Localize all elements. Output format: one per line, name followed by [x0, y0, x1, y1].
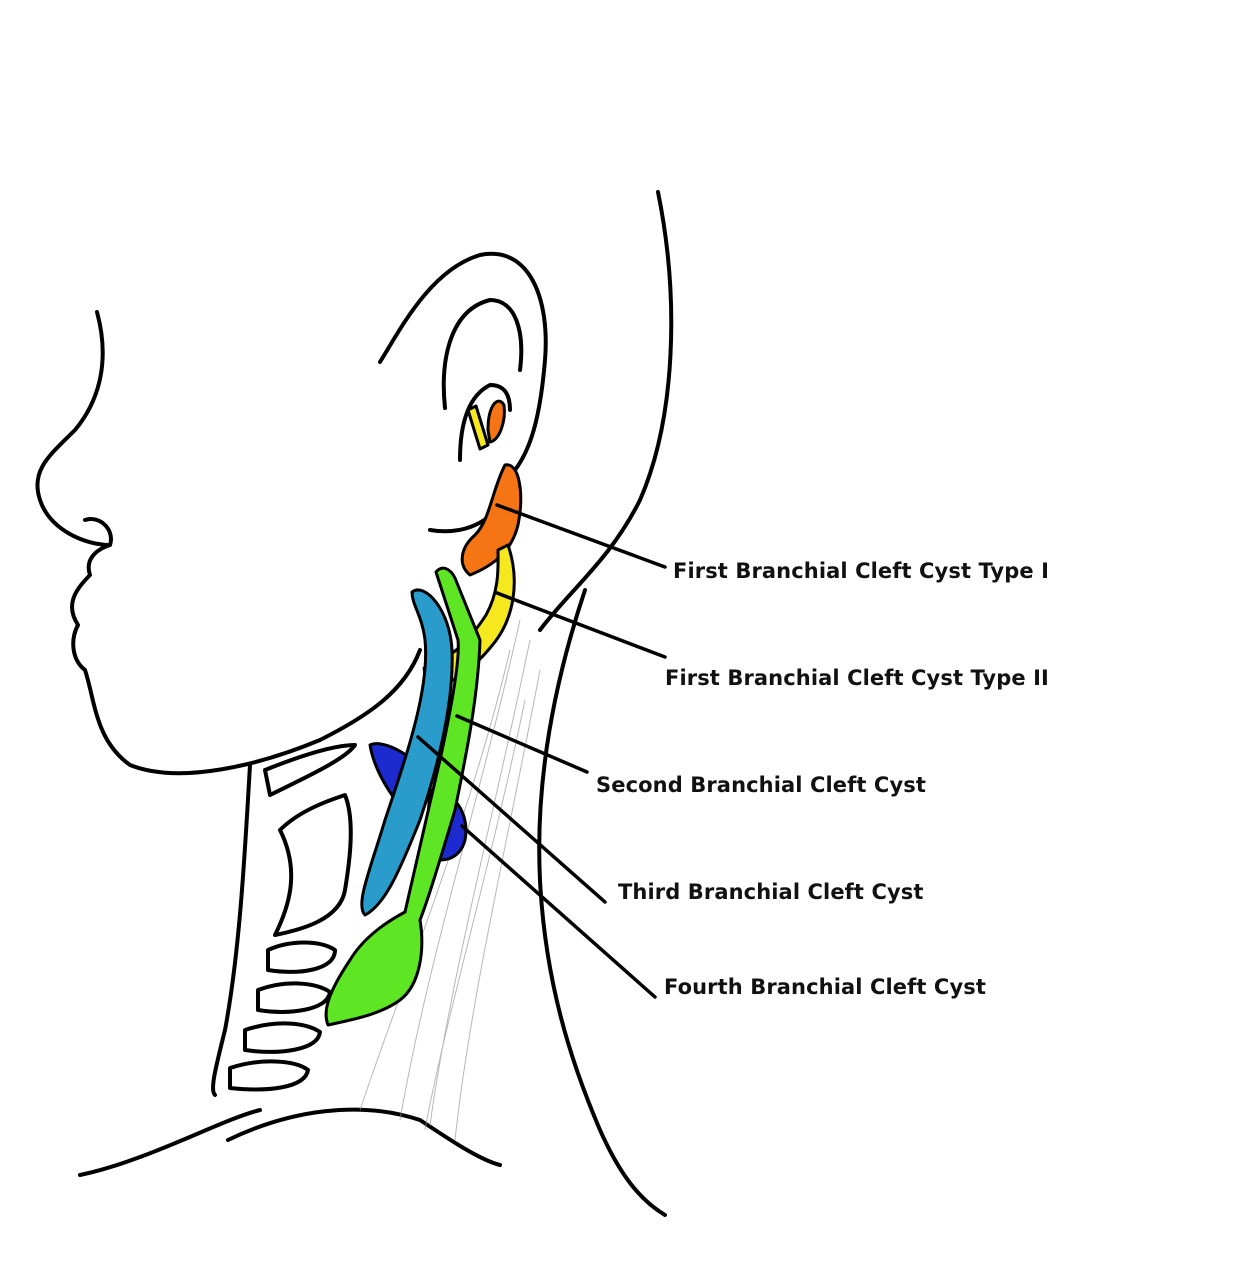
face-profile — [35, 310, 422, 776]
trachea-ring-3 — [243, 1021, 322, 1054]
leader-first-type1 — [495, 503, 667, 569]
shoulder-line — [78, 1108, 262, 1177]
sternocleidomastoid-strands — [359, 619, 541, 1141]
leader-third — [416, 735, 607, 904]
trachea-ring-1 — [266, 940, 337, 974]
label-fourth-branchial-cleft-cyst: Fourth Branchial Cleft Cyst — [664, 975, 986, 999]
back-of-neck-line — [537, 588, 667, 1217]
leader-fourth — [460, 824, 657, 999]
thyroid-cartilage — [273, 793, 353, 937]
second-cleft-cyst — [324, 566, 482, 1027]
front-neck-line — [211, 763, 252, 1097]
label-third-branchial-cleft-cyst: Third Branchial Cleft Cyst — [618, 880, 924, 904]
label-first-branchial-cleft-cyst-type-2: First Branchial Cleft Cyst Type II — [665, 666, 1049, 690]
trachea-ring-2 — [256, 981, 332, 1014]
ear-inner — [441, 298, 524, 410]
first-cleft-type2-cyst-ear — [466, 404, 490, 451]
larynx-outline — [263, 743, 357, 797]
back-of-head-line — [538, 190, 674, 632]
leader-first-type2 — [495, 591, 667, 659]
ear-outline — [378, 251, 548, 472]
nostril — [83, 517, 113, 547]
first-cleft-type1-cyst-ear — [486, 399, 506, 444]
label-second-branchial-cleft-cyst: Second Branchial Cleft Cyst — [596, 773, 926, 797]
third-cleft-cyst — [360, 588, 454, 917]
leader-second — [455, 714, 589, 774]
trachea-ring-4 — [228, 1059, 310, 1092]
clavicle-line — [226, 1107, 502, 1167]
label-first-branchial-cleft-cyst-type-1: First Branchial Cleft Cyst Type I — [673, 559, 1050, 583]
ear-concha — [458, 383, 512, 462]
